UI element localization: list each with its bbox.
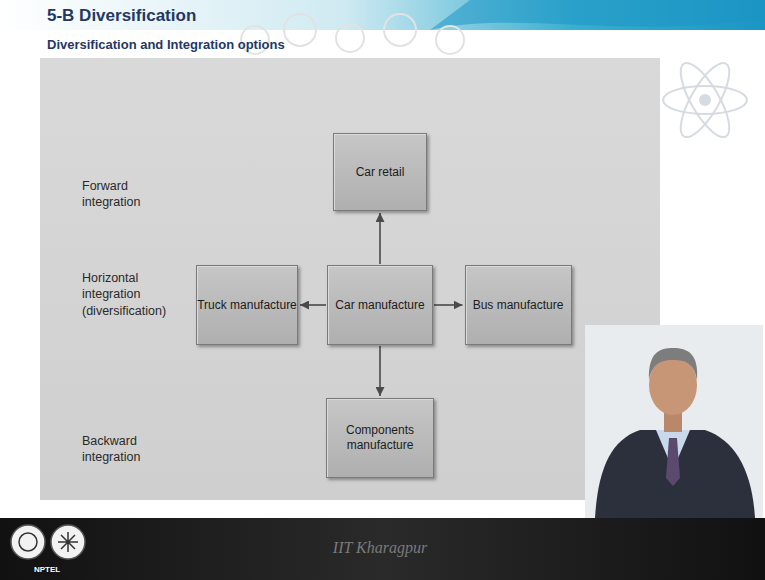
box-text: Truck manufacture xyxy=(197,298,297,313)
top-banner xyxy=(0,0,765,30)
presenter-figure xyxy=(585,325,763,518)
subtitle: Diversification and Integration options xyxy=(47,37,285,52)
row-label: Horizontal integration (diversification) xyxy=(82,270,190,319)
logos xyxy=(11,525,85,559)
arrow-connector xyxy=(434,304,463,306)
box-text: Car retail xyxy=(356,165,405,180)
presenter-backdrop xyxy=(585,325,763,518)
process-box: Car retail xyxy=(333,133,427,211)
row-label: Forward integration xyxy=(82,178,177,211)
slide-title: 5-B Diversification xyxy=(47,6,196,26)
process-box: Bus manufacture xyxy=(465,265,572,345)
process-box: Car manufacture xyxy=(327,265,433,345)
row-label: Backward integration xyxy=(82,433,177,466)
watermark: IIT Kharagpur xyxy=(290,539,470,557)
atom-icon xyxy=(663,57,747,144)
bottom-bar xyxy=(0,518,765,580)
logo-caption: NPTEL xyxy=(34,565,60,574)
presenter-tie xyxy=(666,438,680,486)
figure-panel xyxy=(40,58,660,500)
process-box: Truck manufacture xyxy=(196,265,298,345)
arrow-connector xyxy=(379,213,381,264)
box-text: Bus manufacture xyxy=(473,298,564,313)
banner-wave xyxy=(430,0,765,30)
process-box: Components manufacture xyxy=(326,398,434,478)
arrow-connector xyxy=(300,304,326,306)
presenter-hair xyxy=(649,348,697,380)
box-text: Components manufacture xyxy=(327,423,433,453)
box-text: Car manufacture xyxy=(335,298,424,313)
presenter-suit xyxy=(595,430,755,518)
arrow-connector xyxy=(379,346,381,396)
